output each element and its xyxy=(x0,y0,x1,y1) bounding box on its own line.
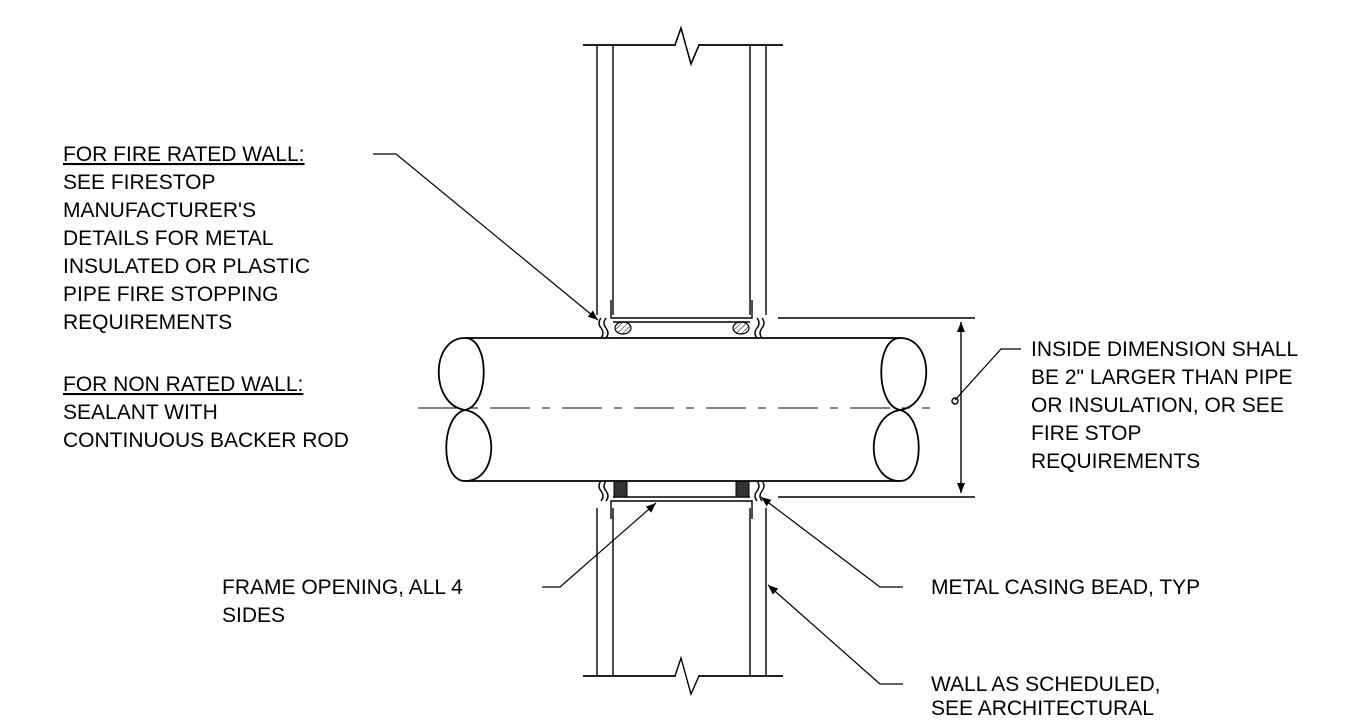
leaders xyxy=(373,153,1021,685)
casing-bead-line: METAL CASING BEAD, TYP xyxy=(931,576,1200,599)
fire-rated-line: SEE FIRESTOP xyxy=(63,171,216,194)
frame-opening-bottom xyxy=(610,496,753,519)
fire-rated-note: FOR FIRE RATED WALL: SEE FIRESTOP MANUFA… xyxy=(63,143,310,334)
frame-opening-line: SIDES xyxy=(222,604,285,627)
non-rated-line: SEALANT WITH xyxy=(63,401,218,424)
frame-opening-note: FRAME OPENING, ALL 4 SIDES xyxy=(222,576,463,627)
fire-rated-heading: FOR FIRE RATED WALL: xyxy=(63,143,305,166)
fire-rated-line: REQUIREMENTS xyxy=(63,311,232,334)
inside-dimension-line: OR INSULATION, OR SEE xyxy=(1031,394,1284,417)
pipe xyxy=(418,337,930,482)
fire-rated-line: INSULATED OR PLASTIC xyxy=(63,255,310,278)
wall-line: WALL AS SCHEDULED, xyxy=(931,673,1161,696)
non-rated-heading: FOR NON RATED WALL: xyxy=(63,373,303,396)
non-rated-line: CONTINUOUS BACKER ROD xyxy=(63,429,349,452)
non-rated-note: FOR NON RATED WALL: SEALANT WITH CONTINU… xyxy=(63,373,349,452)
fire-rated-line: PIPE FIRE STOPPING xyxy=(63,283,279,306)
inside-dimension-line: REQUIREMENTS xyxy=(1031,450,1200,473)
casing-bead-note: METAL CASING BEAD, TYP xyxy=(931,576,1200,599)
firestop-sealant-top xyxy=(598,317,765,339)
frame-opening-line: FRAME OPENING, ALL 4 xyxy=(222,576,463,599)
sealant-backer-rod-bottom xyxy=(598,480,765,502)
wall-line: SEE ARCHITECTURAL xyxy=(931,697,1154,720)
inside-dimension xyxy=(778,317,975,498)
upper-wall xyxy=(583,25,783,315)
fire-rated-line: DETAILS FOR METAL xyxy=(63,227,273,250)
inside-dimension-line: BE 2" LARGER THAN PIPE xyxy=(1031,366,1293,389)
frame-opening-top xyxy=(610,300,753,323)
inside-dimension-line: INSIDE DIMENSION SHALL xyxy=(1031,338,1298,361)
fire-rated-line: MANUFACTURER'S xyxy=(63,199,256,222)
wall-note: WALL AS SCHEDULED, SEE ARCHITECTURAL xyxy=(931,673,1161,720)
inside-dimension-note: INSIDE DIMENSION SHALL BE 2" LARGER THAN… xyxy=(1031,338,1298,473)
inside-dimension-line: FIRE STOP xyxy=(1031,422,1141,445)
lower-wall xyxy=(583,508,783,697)
